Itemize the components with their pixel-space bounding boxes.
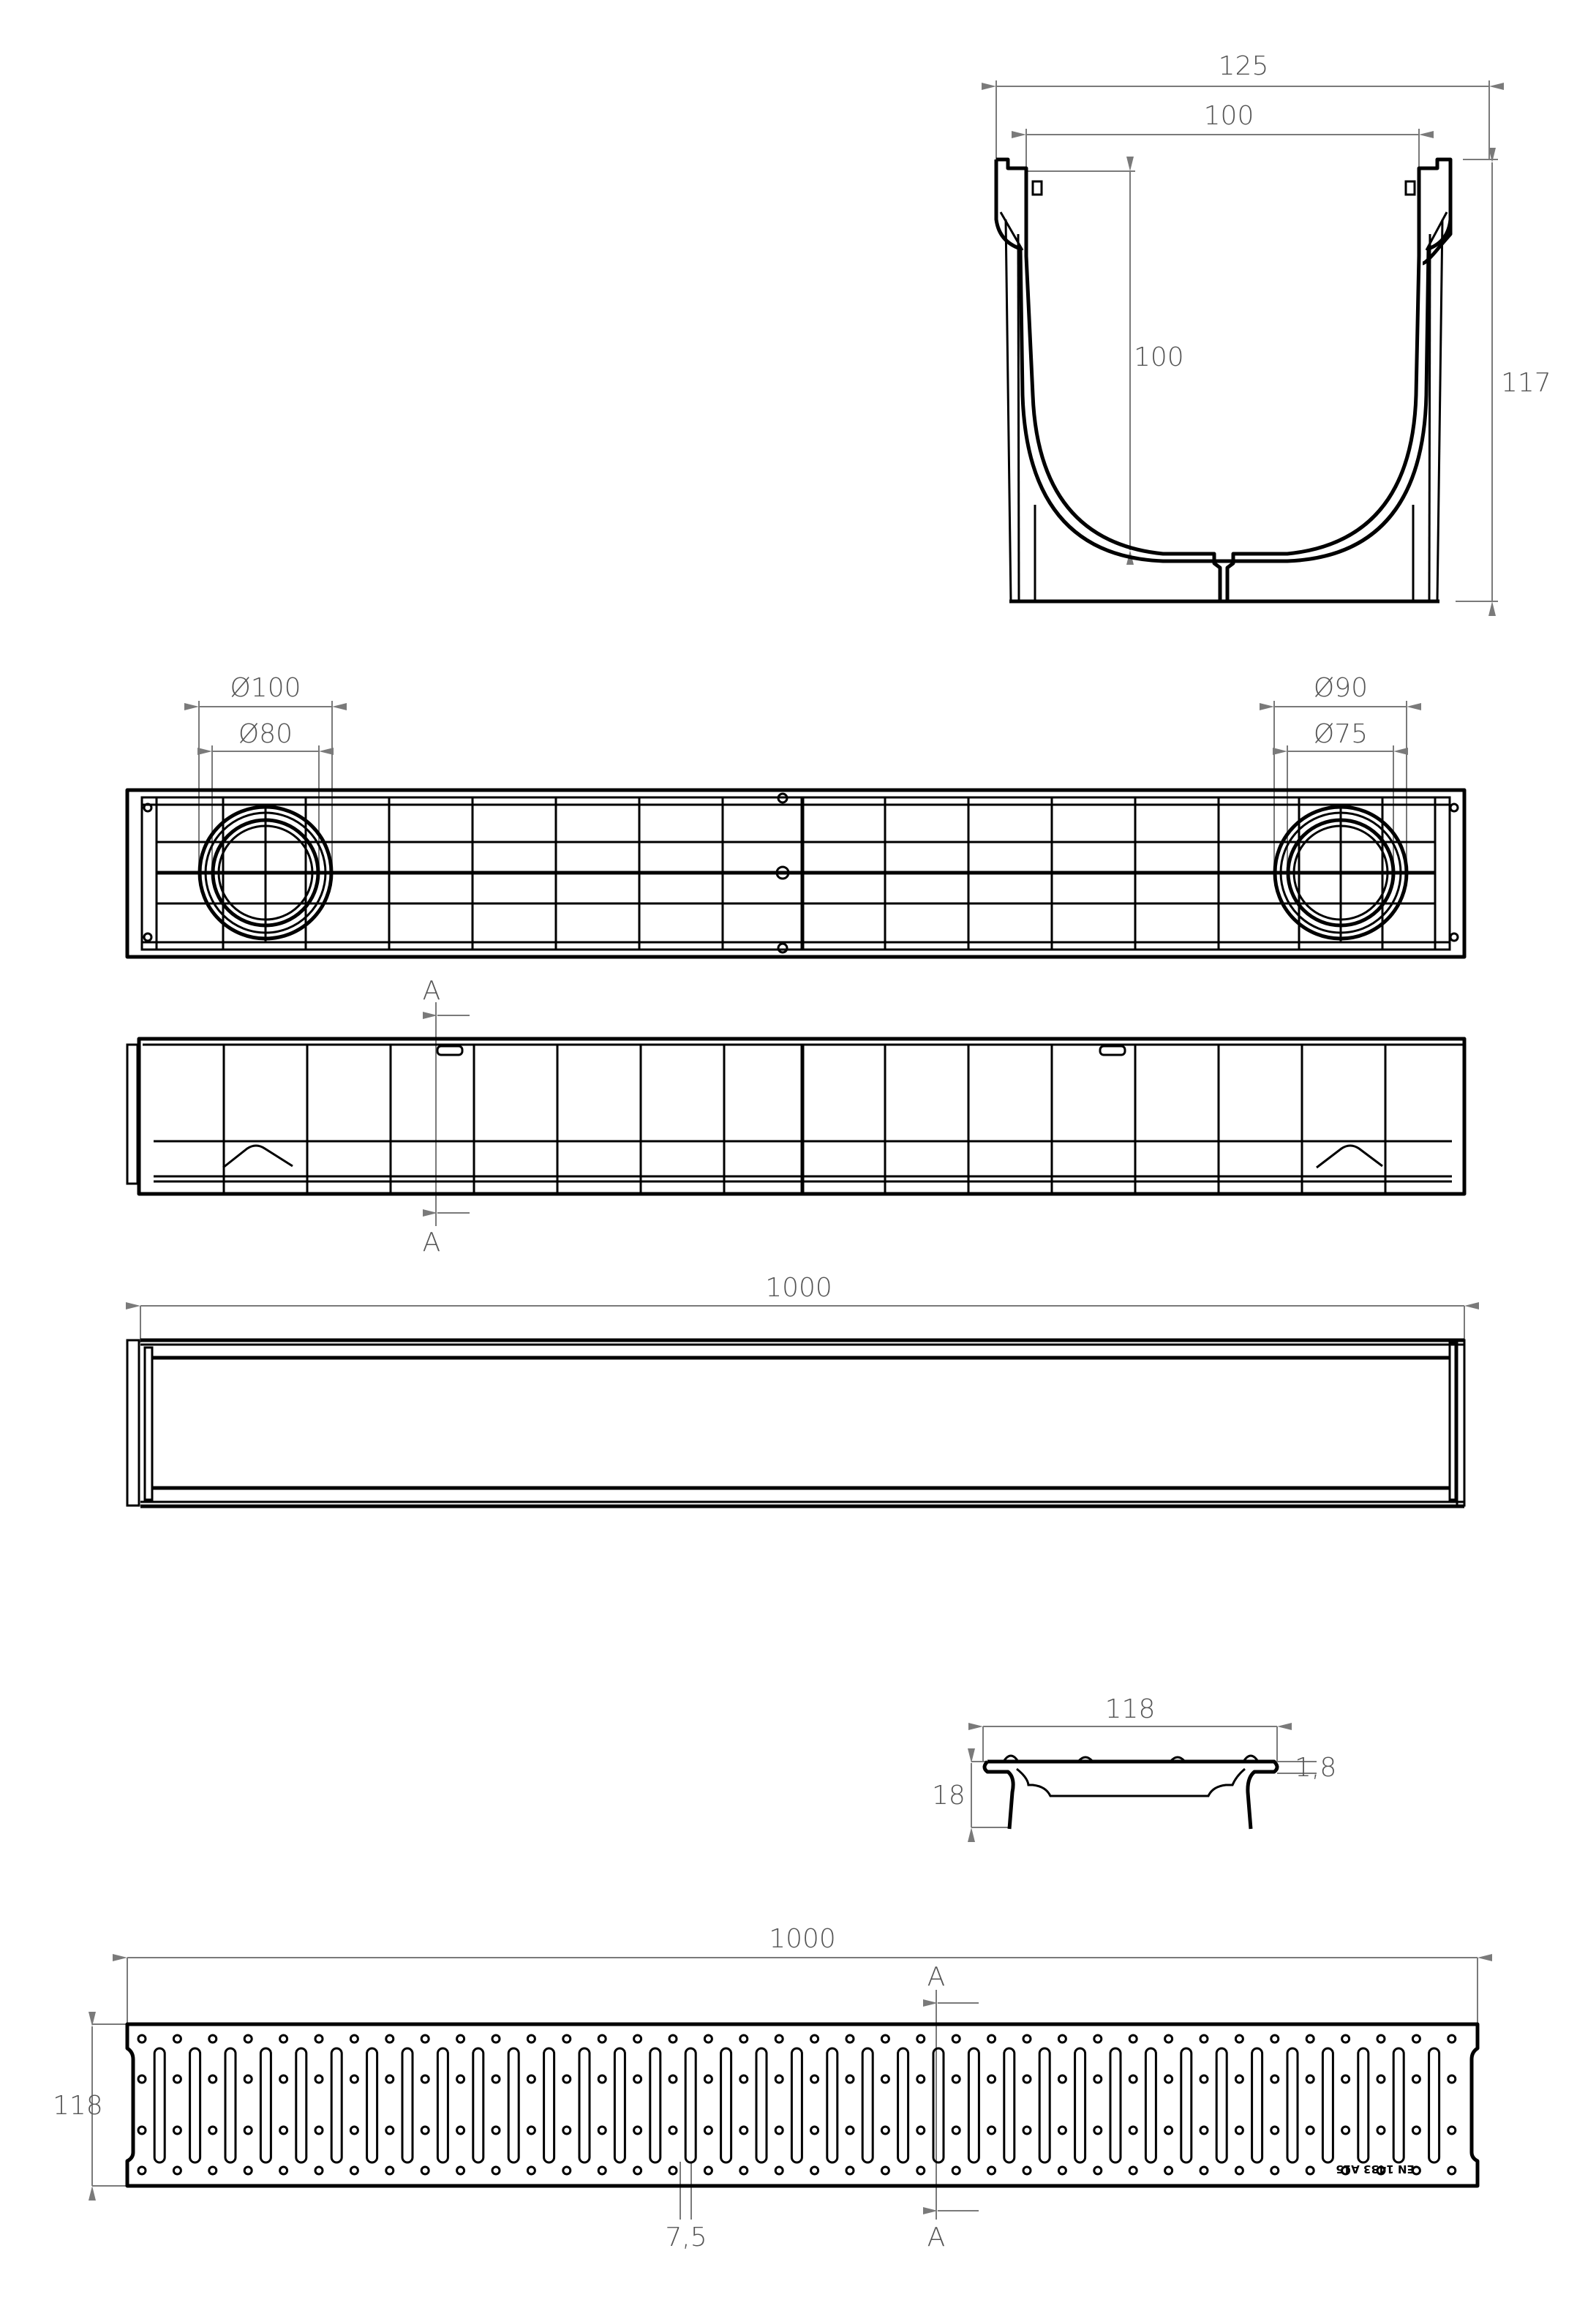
dim-label-inner-depth: 100 — [1134, 342, 1184, 372]
dim-label-grating-length: 1000 — [769, 1924, 836, 1954]
dim-label-right-outlet-outer: Ø90 — [1314, 673, 1368, 703]
dim-label-left-outlet-inner: Ø80 — [238, 719, 293, 749]
dim-label-left-outlet-outer: Ø100 — [230, 673, 301, 703]
channel-bottom-view: Ø100 Ø80 Ø90 Ø75 — [125, 673, 1467, 959]
dim-label-grating-width: 118 — [1105, 1694, 1156, 1724]
left-outlet — [197, 805, 334, 942]
grating-marking: EN 1433 A15 — [1336, 2162, 1414, 2176]
grating-slots-and-holes — [137, 2034, 1457, 2176]
section-mark-grating-bottom: A — [927, 2222, 946, 2252]
section-mark-top: A — [423, 976, 441, 1006]
dim-label-slot-width: 7,5 — [665, 2222, 707, 2252]
dim-label-channel-length: 1000 — [765, 1273, 832, 1303]
dim-label-grating-top-width: 118 — [53, 2091, 103, 2121]
dim-label-overall-height: 117 — [1501, 368, 1551, 398]
dim-label-grating-thickness: 1,8 — [1295, 1753, 1336, 1783]
section-mark-bottom: A — [423, 1228, 441, 1258]
section-mark-grating-top: A — [927, 1962, 946, 1992]
channel-side-view: A A — [126, 976, 1467, 1258]
grating-cross-section: 118 18 1,8 — [932, 1694, 1336, 1842]
dim-label-grating-height: 18 — [932, 1781, 965, 1811]
dim-label-inner-width: 100 — [1204, 101, 1254, 131]
right-outlet — [1273, 805, 1409, 942]
side-view-ribs — [222, 1045, 1387, 1194]
grating-top-view: 1000 118 A A 7,5 EN 1433 A15 — [53, 1924, 1492, 2252]
channel-cross-section: 125 100 100 117 — [982, 51, 1551, 616]
channel-top-view: 1000 — [126, 1273, 1479, 1508]
dim-label-right-outlet-inner: Ø75 — [1314, 719, 1368, 749]
dim-label-overall-width: 125 — [1219, 51, 1269, 81]
